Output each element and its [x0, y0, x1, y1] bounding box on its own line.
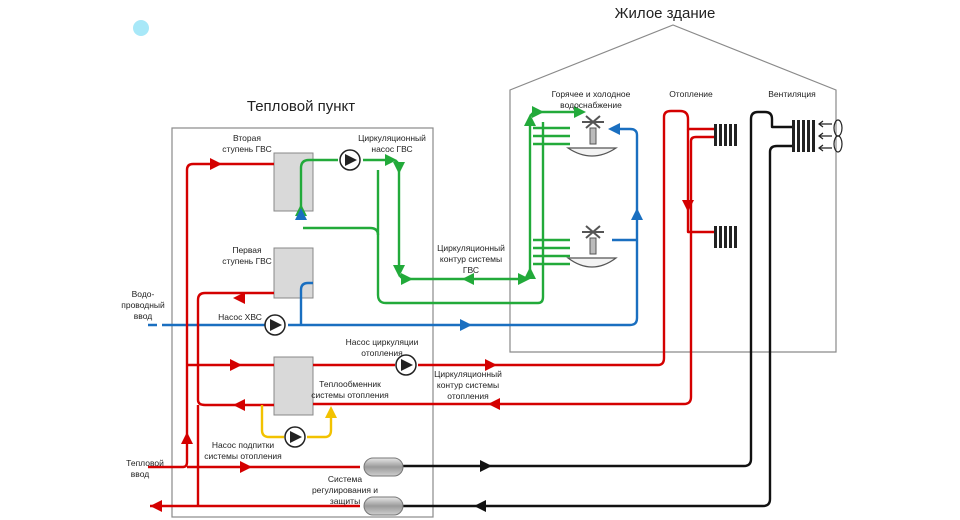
fan-icon: [818, 119, 843, 153]
control-tank-lower: [363, 496, 404, 516]
svg-text:регулирования и: регулирования и: [312, 485, 378, 495]
svg-text:Циркуляционный: Циркуляционный: [437, 243, 505, 253]
svg-text:Водо-: Водо-: [132, 289, 155, 299]
svg-text:Теплообменник: Теплообменник: [319, 379, 381, 389]
svg-text:отопления: отопления: [447, 391, 489, 401]
svg-text:защиты: защиты: [330, 496, 360, 506]
hw-circulation-circuit: [299, 106, 586, 305]
svg-text:ввод: ввод: [134, 311, 152, 321]
svg-text:ввод: ввод: [131, 469, 149, 479]
decorative-dot: [133, 20, 149, 36]
svg-text:Вентиляция: Вентиляция: [768, 89, 816, 99]
label-heating: Отопление: [669, 89, 713, 99]
svg-text:контур системы: контур системы: [440, 254, 502, 264]
radiator-icon: [714, 124, 737, 146]
svg-text:ГВС: ГВС: [463, 265, 479, 275]
pump-icon: [264, 314, 286, 336]
svg-text:Система: Система: [328, 474, 363, 484]
svg-text:системы отопления: системы отопления: [311, 390, 389, 400]
svg-text:ступень ГВС: ступень ГВС: [222, 144, 271, 154]
pump-icon: [395, 354, 417, 376]
svg-text:Горячее и холодное: Горячее и холодное: [552, 89, 631, 99]
svg-text:Циркуляционный: Циркуляционный: [358, 133, 426, 143]
pump-icon: [339, 149, 361, 171]
svg-text:водоснабжение: водоснабжение: [560, 100, 622, 110]
building-outline: [509, 24, 837, 353]
building-title: Жилое здание: [615, 5, 716, 22]
svg-text:контур системы: контур системы: [437, 380, 499, 390]
svg-text:Насос ХВС: Насос ХВС: [218, 312, 262, 322]
svg-text:проводный: проводный: [121, 300, 165, 310]
radiator-icon: [714, 226, 737, 248]
label-ventilation: Вентиляция: [768, 89, 816, 99]
svg-text:Насос подпитки: Насос подпитки: [212, 440, 275, 450]
faucet-icon: [566, 225, 618, 268]
cold-water-line: [148, 127, 639, 327]
svg-text:системы отопления: системы отопления: [204, 451, 282, 461]
heating-exchanger: [273, 356, 314, 416]
substation-frame: [171, 127, 434, 518]
control-lines: [403, 110, 792, 508]
hw-stage1-exchanger: [273, 247, 314, 299]
svg-text:Циркуляционный: Циркуляционный: [434, 369, 502, 379]
makeup-line: [260, 405, 333, 439]
svg-text:Тепловой: Тепловой: [126, 458, 164, 468]
svg-text:Первая: Первая: [232, 245, 262, 255]
radiator-icon: [792, 120, 815, 152]
svg-text:Вторая: Вторая: [233, 133, 261, 143]
pump-icon: [284, 426, 306, 448]
heat-supply-lines: [148, 109, 714, 508]
hw-stage2-exchanger: [273, 152, 314, 212]
control-tank-upper: [363, 457, 404, 477]
svg-text:Отопление: Отопление: [669, 89, 713, 99]
svg-text:насос ГВС: насос ГВС: [371, 144, 412, 154]
svg-text:ступень ГВС: ступень ГВС: [222, 256, 271, 266]
svg-text:отопления: отопления: [361, 348, 403, 358]
label-cold-water-pump: Насос ХВС: [218, 312, 262, 322]
substation-title: Тепловой пункт: [247, 98, 355, 115]
svg-text:Насос циркуляции: Насос циркуляции: [346, 337, 419, 347]
faucet-icon: [566, 115, 618, 157]
